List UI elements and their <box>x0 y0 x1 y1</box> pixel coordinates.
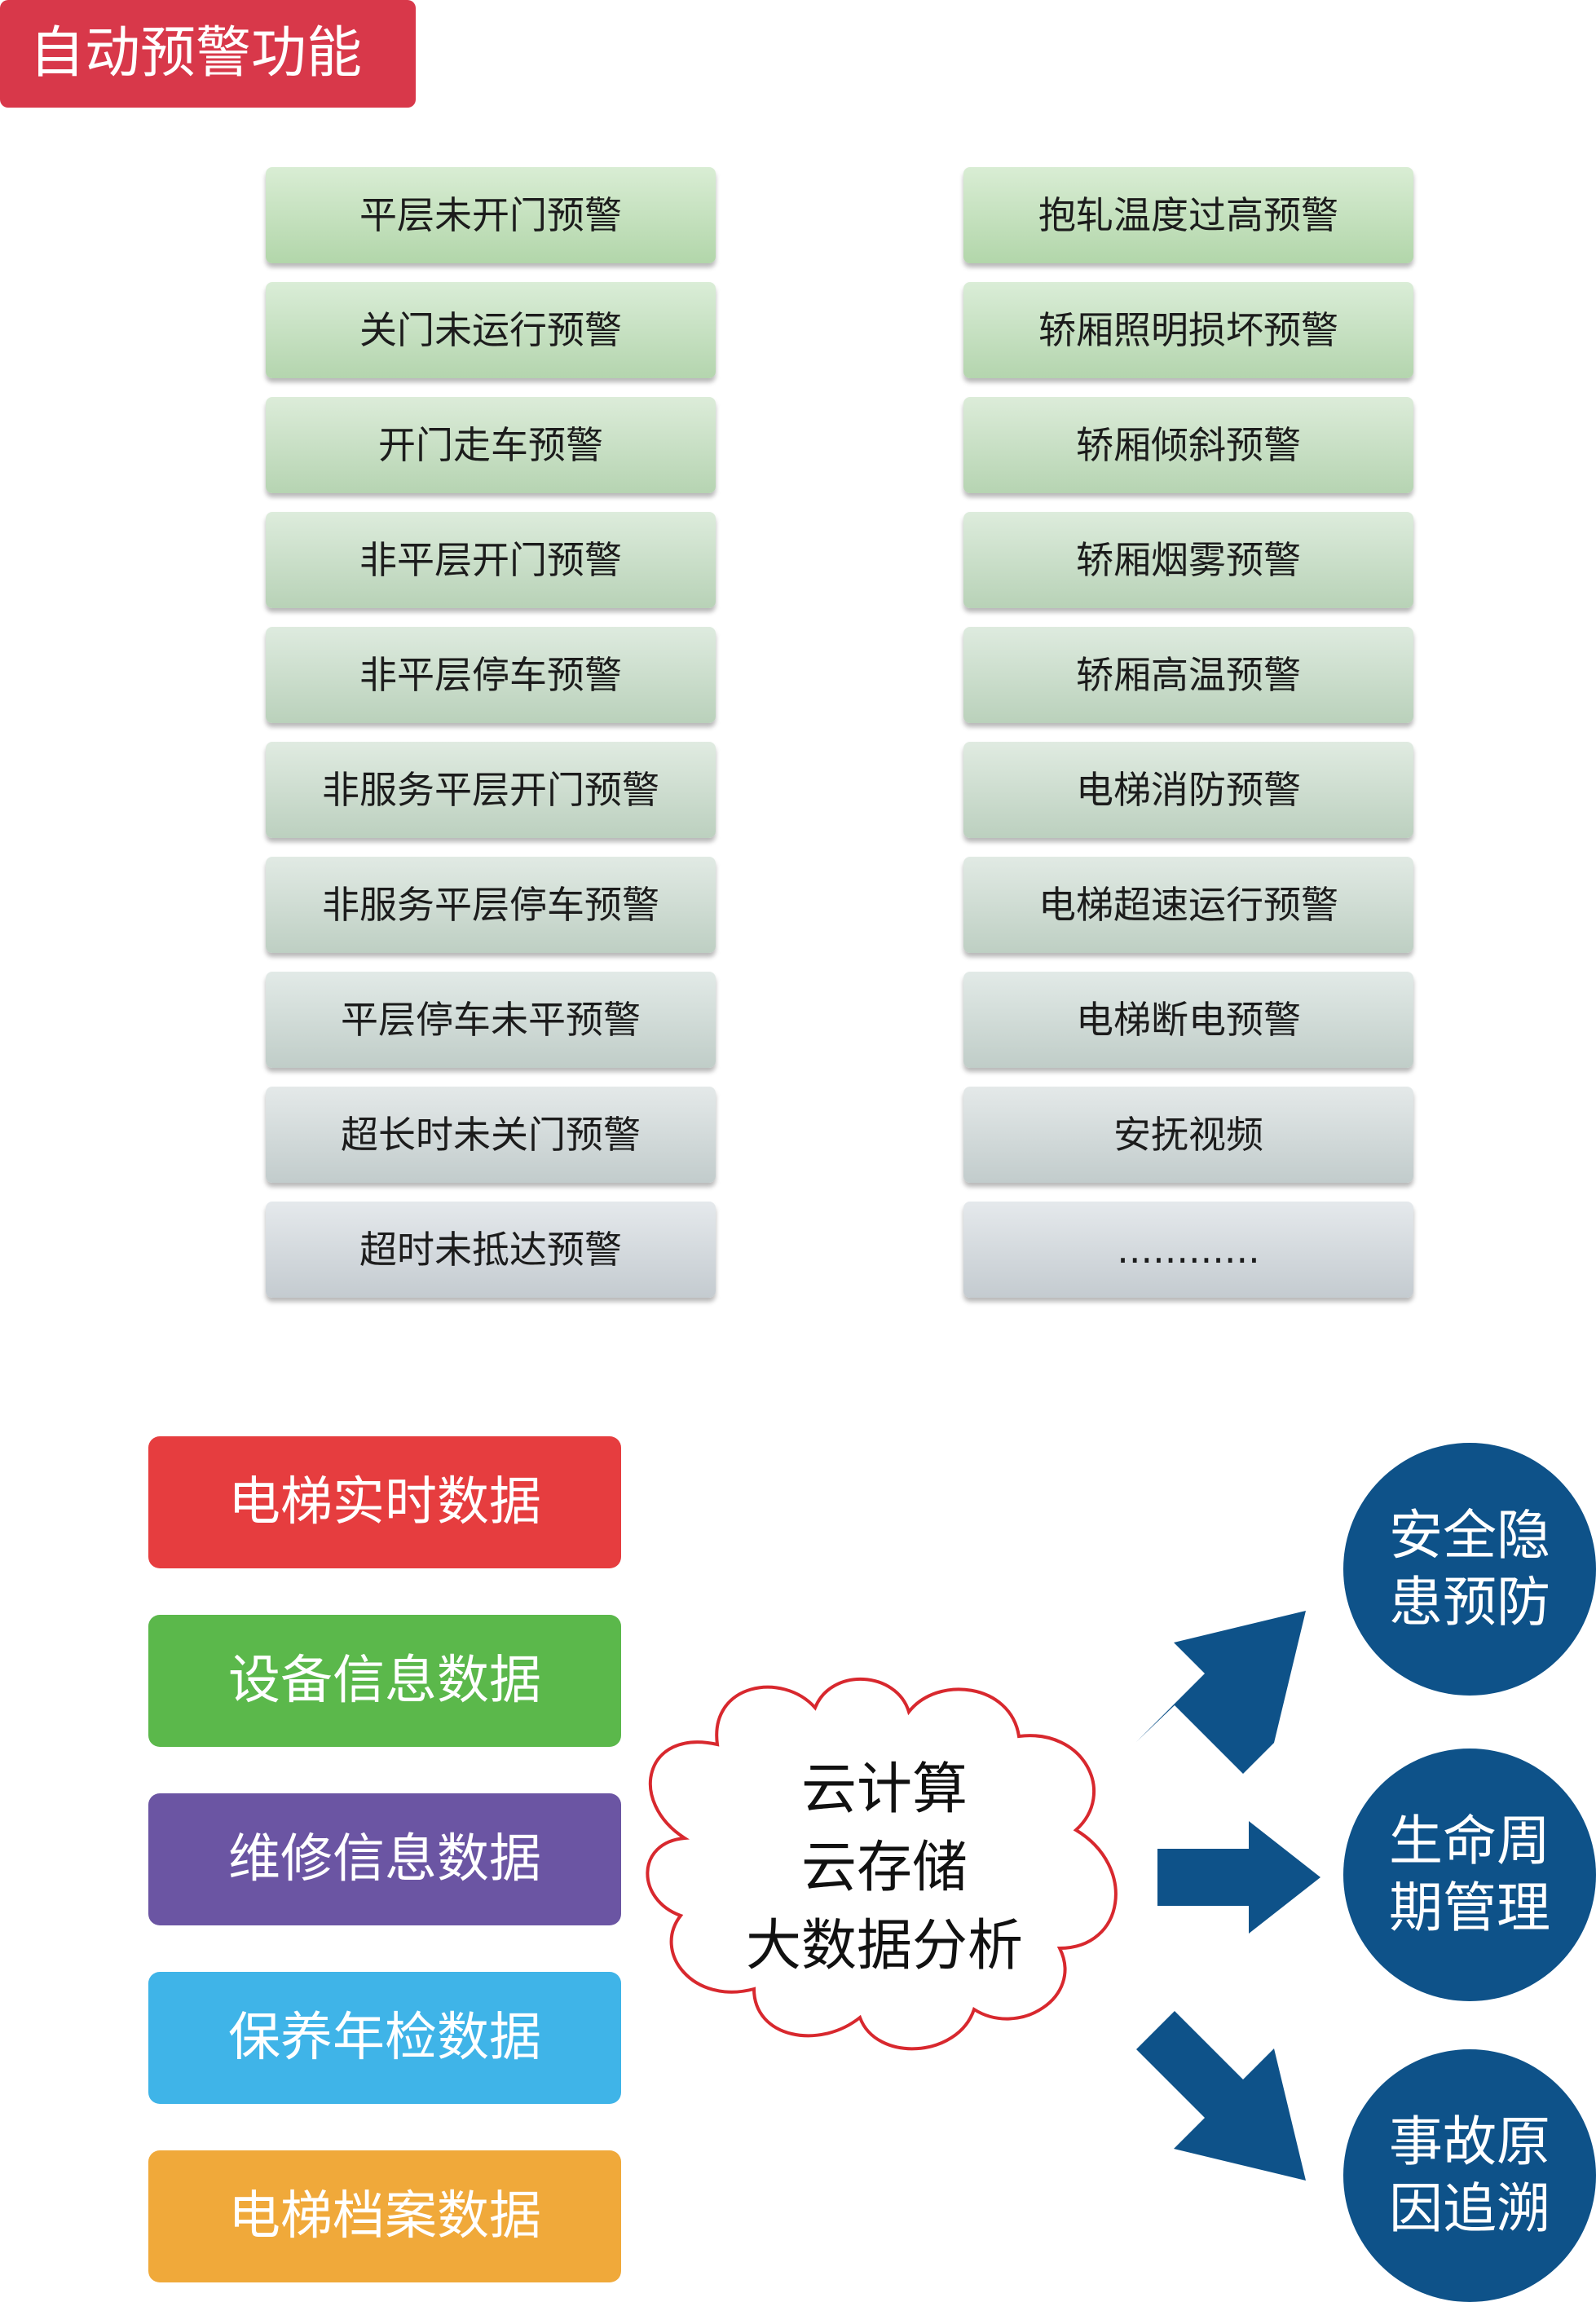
outcome-line: 事故原 <box>1389 2110 1550 2173</box>
outcome-line: 期管理 <box>1389 1876 1550 1939</box>
warning-item: 轿厢高温预警 <box>963 627 1413 723</box>
arrow-down-right-icon <box>1136 2011 1306 2181</box>
warning-item: 非平层开门预警 <box>266 512 716 608</box>
warning-item: 非服务平层停车预警 <box>266 857 716 953</box>
outcome-lifecycle-management: 生命周 期管理 <box>1343 1749 1596 2001</box>
warning-ellipsis: ............ <box>963 1202 1413 1298</box>
warning-item: 平层未开门预警 <box>266 167 716 263</box>
outcome-accident-tracing: 事故原 因追溯 <box>1343 2049 1596 2302</box>
outcome-line: 安全隐 <box>1389 1504 1550 1567</box>
warning-item: 超长时未关门预警 <box>266 1087 716 1183</box>
warning-item: 轿厢照明损坏预警 <box>963 282 1413 378</box>
data-source-archive: 电梯档案数据 <box>148 2150 621 2282</box>
warning-item: 安抚视频 <box>963 1087 1413 1183</box>
warning-item: 平层停车未平预警 <box>266 972 716 1068</box>
data-source-equipment: 设备信息数据 <box>148 1615 621 1747</box>
warning-item: 超时未抵达预警 <box>266 1202 716 1298</box>
warning-item: 轿厢倾斜预警 <box>963 397 1413 493</box>
cloud-text-line: 云存储 <box>800 1836 968 1900</box>
warning-item: 关门未运行预警 <box>266 282 716 378</box>
warning-item: 抱轧温度过高预警 <box>963 167 1413 263</box>
arrow-up-right-icon <box>1136 1611 1306 1774</box>
section-title: 自动预警功能 <box>0 0 416 108</box>
warning-item: 电梯消防预警 <box>963 742 1413 838</box>
cloud-text-line: 大数据分析 <box>745 1914 1023 1978</box>
warning-item: 电梯断电预警 <box>963 972 1413 1068</box>
outcome-safety-prevention: 安全隐 患预防 <box>1343 1443 1596 1696</box>
cloud-text-line: 云计算 <box>800 1757 968 1822</box>
data-source-realtime: 电梯实时数据 <box>148 1436 621 1568</box>
outcome-line: 患预防 <box>1389 1571 1550 1634</box>
data-source-maintenance: 保养年检数据 <box>148 1972 621 2104</box>
warning-item: 电梯超速运行预警 <box>963 857 1413 953</box>
warning-item: 非服务平层开门预警 <box>266 742 716 838</box>
cloud-shape <box>646 1678 1118 2051</box>
outcome-line: 生命周 <box>1389 1810 1550 1872</box>
warning-item: 轿厢烟雾预警 <box>963 512 1413 608</box>
warning-item: 非平层停车预警 <box>266 627 716 723</box>
arrow-right-icon <box>1157 1821 1320 1934</box>
data-source-repair: 维修信息数据 <box>148 1793 621 1925</box>
outcome-line: 因追溯 <box>1389 2177 1550 2240</box>
warning-item: 开门走车预警 <box>266 397 716 493</box>
